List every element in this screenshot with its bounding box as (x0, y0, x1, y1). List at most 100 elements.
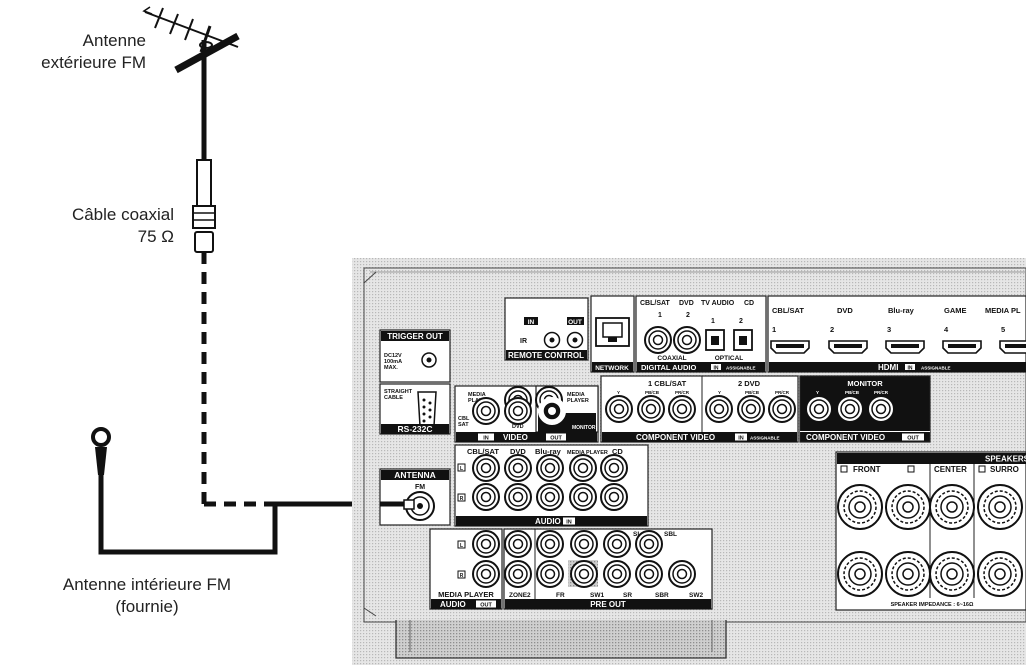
remote-out-label: OUT (568, 319, 582, 326)
audio-in-in-label: IN (566, 520, 572, 526)
comp-pr-3: PR/CR (874, 390, 889, 395)
preout-sw1: SW1 (590, 592, 604, 599)
outdoor-antenna-caption: Antenne extérieure FM (40, 30, 146, 74)
audio-src-media: MEDIA PLAYER (567, 450, 608, 456)
trigger-spec-1: DC12V (384, 353, 402, 359)
trigger-out-label: TRIGGER OUT (387, 332, 443, 341)
speakers-section: SPEAKERS FRONT CENTER SURRO SPEAKER IMPE… (835, 451, 1026, 611)
video-jack-cbl (472, 397, 500, 425)
hdmi-section: CBL/SAT DVD Blu-ray GAME MEDIA PL 1 2 3 … (767, 295, 1026, 373)
video-out-label: OUT (550, 436, 562, 442)
mp-r: R (460, 573, 464, 579)
video-lbl-dvd: DVD (512, 424, 524, 430)
comp-pb-2: PB/CB (745, 390, 760, 395)
optical-label: OPTICAL (715, 355, 744, 362)
digital-src-tvaudio: TV AUDIO (701, 300, 735, 307)
comp-group-2: 2 DVD (738, 379, 761, 388)
component-video-out-section: MONITOR Y PB/CB PR/CR COMPONENT VIDEO OU… (799, 375, 931, 443)
pre-out-label: PRE OUT (590, 600, 626, 609)
comp-pr-2: PR/CR (775, 390, 790, 395)
video-lbl-player2: PLAYER (567, 398, 589, 404)
surround-label: SURRO (990, 465, 1019, 474)
video-lbl-monitor: MONITOR (572, 425, 596, 431)
mp-l: L (460, 543, 463, 549)
digital-num-3: 1 (711, 318, 715, 325)
remote-ir-label: IR (520, 338, 527, 345)
hdmi-jack-2 (828, 340, 868, 354)
preout-sbr: SBR (655, 592, 669, 599)
outdoor-antenna-line2: extérieure FM (41, 53, 146, 72)
remote-control-label: REMOTE CONTROL (508, 351, 584, 360)
antenna-label: ANTENNA (394, 470, 436, 480)
hdmi-num-4: 4 (944, 325, 949, 334)
fm-label: FM (415, 484, 425, 491)
component-video-out-label: COMPONENT VIDEO (806, 433, 885, 442)
comp-group-1: 1 CBL/SAT (648, 379, 687, 388)
component-video-in-section: 1 CBL/SAT 2 DVD Y PB/CB PR/CR Y PB/CB PR… (600, 375, 799, 443)
front-label: FRONT (853, 465, 881, 474)
hdmi-src-1: CBL/SAT (772, 306, 804, 315)
coax-caption: Câble coaxial 75 Ω (20, 204, 174, 248)
hdmi-src-5: MEDIA PL (985, 306, 1021, 315)
straight-cable-2: CABLE (384, 395, 403, 401)
audio-src-cd: CD (612, 447, 623, 456)
trigger-spec-2: 100mA (384, 359, 402, 365)
video-lbl-media: MEDIA (468, 392, 486, 398)
digital-num-2: 2 (686, 312, 690, 319)
audio-l: L (460, 466, 463, 472)
hdmi-assignable: ASSIGNABLE (921, 366, 951, 371)
outdoor-antenna-icon (142, 6, 240, 160)
hdmi-jack-4 (942, 340, 982, 354)
hdmi-jack-1 (770, 340, 810, 354)
video-jack-dvd (504, 397, 532, 425)
mp-audio-label: AUDIO (440, 600, 466, 609)
digital-in-label: IN (714, 366, 719, 372)
comp-y-2: Y (718, 390, 721, 395)
digital-audio-section: CBL/SAT DVD TV AUDIO CD 1 2 1 2 COAXIAL … (635, 295, 767, 373)
component-video-in-label: COMPONENT VIDEO (636, 433, 715, 442)
remote-in-label: IN (528, 319, 535, 326)
hdmi-num-3: 3 (887, 325, 891, 334)
preout-sbl: SBL (664, 531, 677, 538)
hdmi-jack-5 (999, 340, 1026, 354)
audio-src-bluray: Blu-ray (535, 447, 562, 456)
network-section: NETWORK (590, 295, 635, 373)
indoor-antenna-line1: Antenne intérieure FM (62, 575, 232, 594)
audio-in-section: CBL/SAT DVD Blu-ray MEDIA PLAYER CD L R … (454, 444, 649, 527)
digital-num-1: 1 (658, 312, 662, 319)
fm-plug (380, 499, 415, 510)
hdmi-src-4: GAME (944, 306, 967, 315)
audio-in-label: AUDIO (535, 517, 561, 526)
comp-pr-1: PR/CR (675, 390, 690, 395)
audio-src-cblsat: CBL/SAT (467, 447, 499, 456)
center-label: CENTER (934, 465, 967, 474)
coaxial-jack-2 (673, 326, 701, 354)
straight-cable-1: STRAIGHT (384, 389, 413, 395)
preout-zone2: ZONE2 (509, 592, 531, 599)
rs232c-label: RS-232C (398, 424, 433, 434)
digital-src-dvd: DVD (679, 300, 694, 307)
outdoor-antenna-line1: Antenne (82, 31, 146, 50)
audio-src-dvd: DVD (510, 447, 526, 456)
coax-line1: Câble coaxial (71, 205, 174, 224)
preout-sw2: SW2 (689, 592, 703, 599)
hdmi-in-label: IN (908, 366, 913, 372)
coaxial-jack-1 (644, 326, 672, 354)
rs232c-section: STRAIGHT CABLE RS-232C (379, 383, 451, 435)
preout-fr: FR (556, 592, 565, 599)
comp-y-3: Y (816, 390, 819, 395)
mp-label: MEDIA PLAYER (438, 590, 494, 599)
comp-y-1: Y (617, 390, 620, 395)
antenna-fm-section: ANTENNA FM 75Ω (379, 468, 451, 526)
component-out-label: OUT (907, 436, 919, 442)
hdmi-label: HDMI (878, 363, 898, 372)
preout-sr: SR (623, 592, 632, 599)
hdmi-num-1: 1 (772, 325, 776, 334)
component-in-label: IN (738, 436, 744, 442)
coax-line2: 75 Ω (137, 227, 174, 246)
digital-src-cd: CD (744, 300, 754, 307)
coax-cable (192, 159, 276, 507)
mp-out-label: OUT (480, 603, 492, 609)
digital-src-cblsat: CBL/SAT (640, 300, 671, 307)
